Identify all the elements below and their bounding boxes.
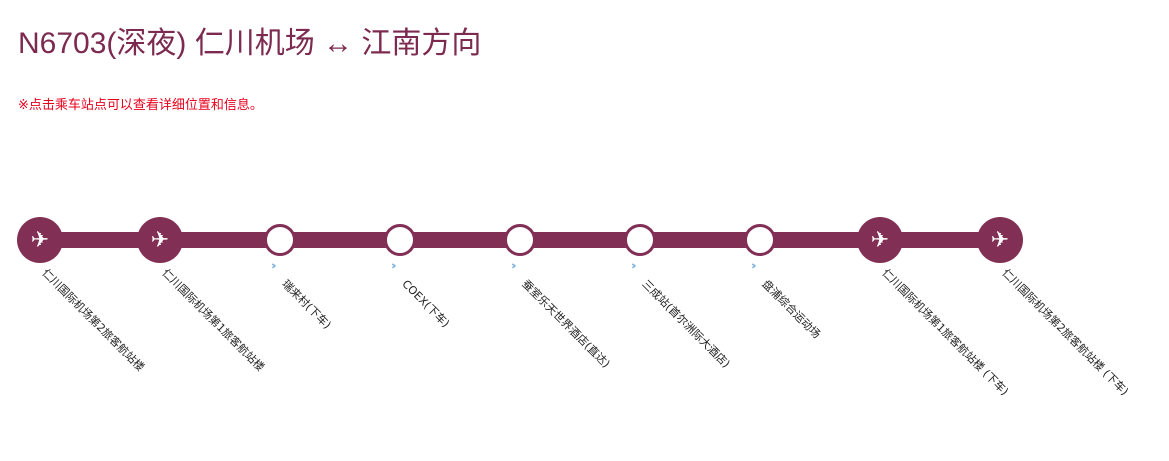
airport-station-marker[interactable]: ✈ <box>137 217 183 263</box>
airplane-icon: ✈ <box>990 227 1010 253</box>
station-label[interactable]: 蚕室乐天世界酒店(直达) <box>519 277 613 371</box>
station-label[interactable]: 三成站(首尔洲际大酒店) <box>639 277 733 371</box>
airport-station-marker[interactable]: ✈ <box>977 217 1023 263</box>
chevron-icon: ››› <box>391 259 396 272</box>
station-label[interactable]: 盘浦综合运动场 <box>759 277 824 342</box>
airport-station-marker[interactable]: ✈ <box>857 217 903 263</box>
airplane-icon: ✈ <box>870 227 890 253</box>
station-label[interactable]: 仁川国际机场第2旅客航站楼 <box>39 266 147 374</box>
chevron-icon: ››› <box>631 259 636 272</box>
station-marker[interactable] <box>384 224 416 256</box>
chevron-icon: ››› <box>271 259 276 272</box>
station-marker[interactable] <box>744 224 776 256</box>
station-marker[interactable] <box>624 224 656 256</box>
chevron-icon: ››› <box>511 259 516 272</box>
station-label[interactable]: 仁川国际机场第2旅客航站楼 (下车) <box>999 266 1131 398</box>
station-marker[interactable] <box>504 224 536 256</box>
station-label[interactable]: 仁川国际机场第1旅客航站楼 (下车) <box>879 266 1011 398</box>
page-title: N6703(深夜) 仁川机场 ↔ 江南方向 <box>18 27 482 60</box>
airport-station-marker[interactable]: ✈ <box>17 217 63 263</box>
station-marker[interactable] <box>264 224 296 256</box>
airplane-icon: ✈ <box>150 227 170 253</box>
instruction-note: ※点击乘车站点可以查看详细位置和信息。 <box>18 98 263 113</box>
chevron-icon: ››› <box>751 259 756 272</box>
station-label[interactable]: 瑞来村(下车) <box>279 277 334 332</box>
station-label[interactable]: COEX(下车) <box>399 277 453 331</box>
station-label[interactable]: 仁川国际机场第1旅客航站楼 <box>159 266 267 374</box>
airplane-icon: ✈ <box>30 227 50 253</box>
